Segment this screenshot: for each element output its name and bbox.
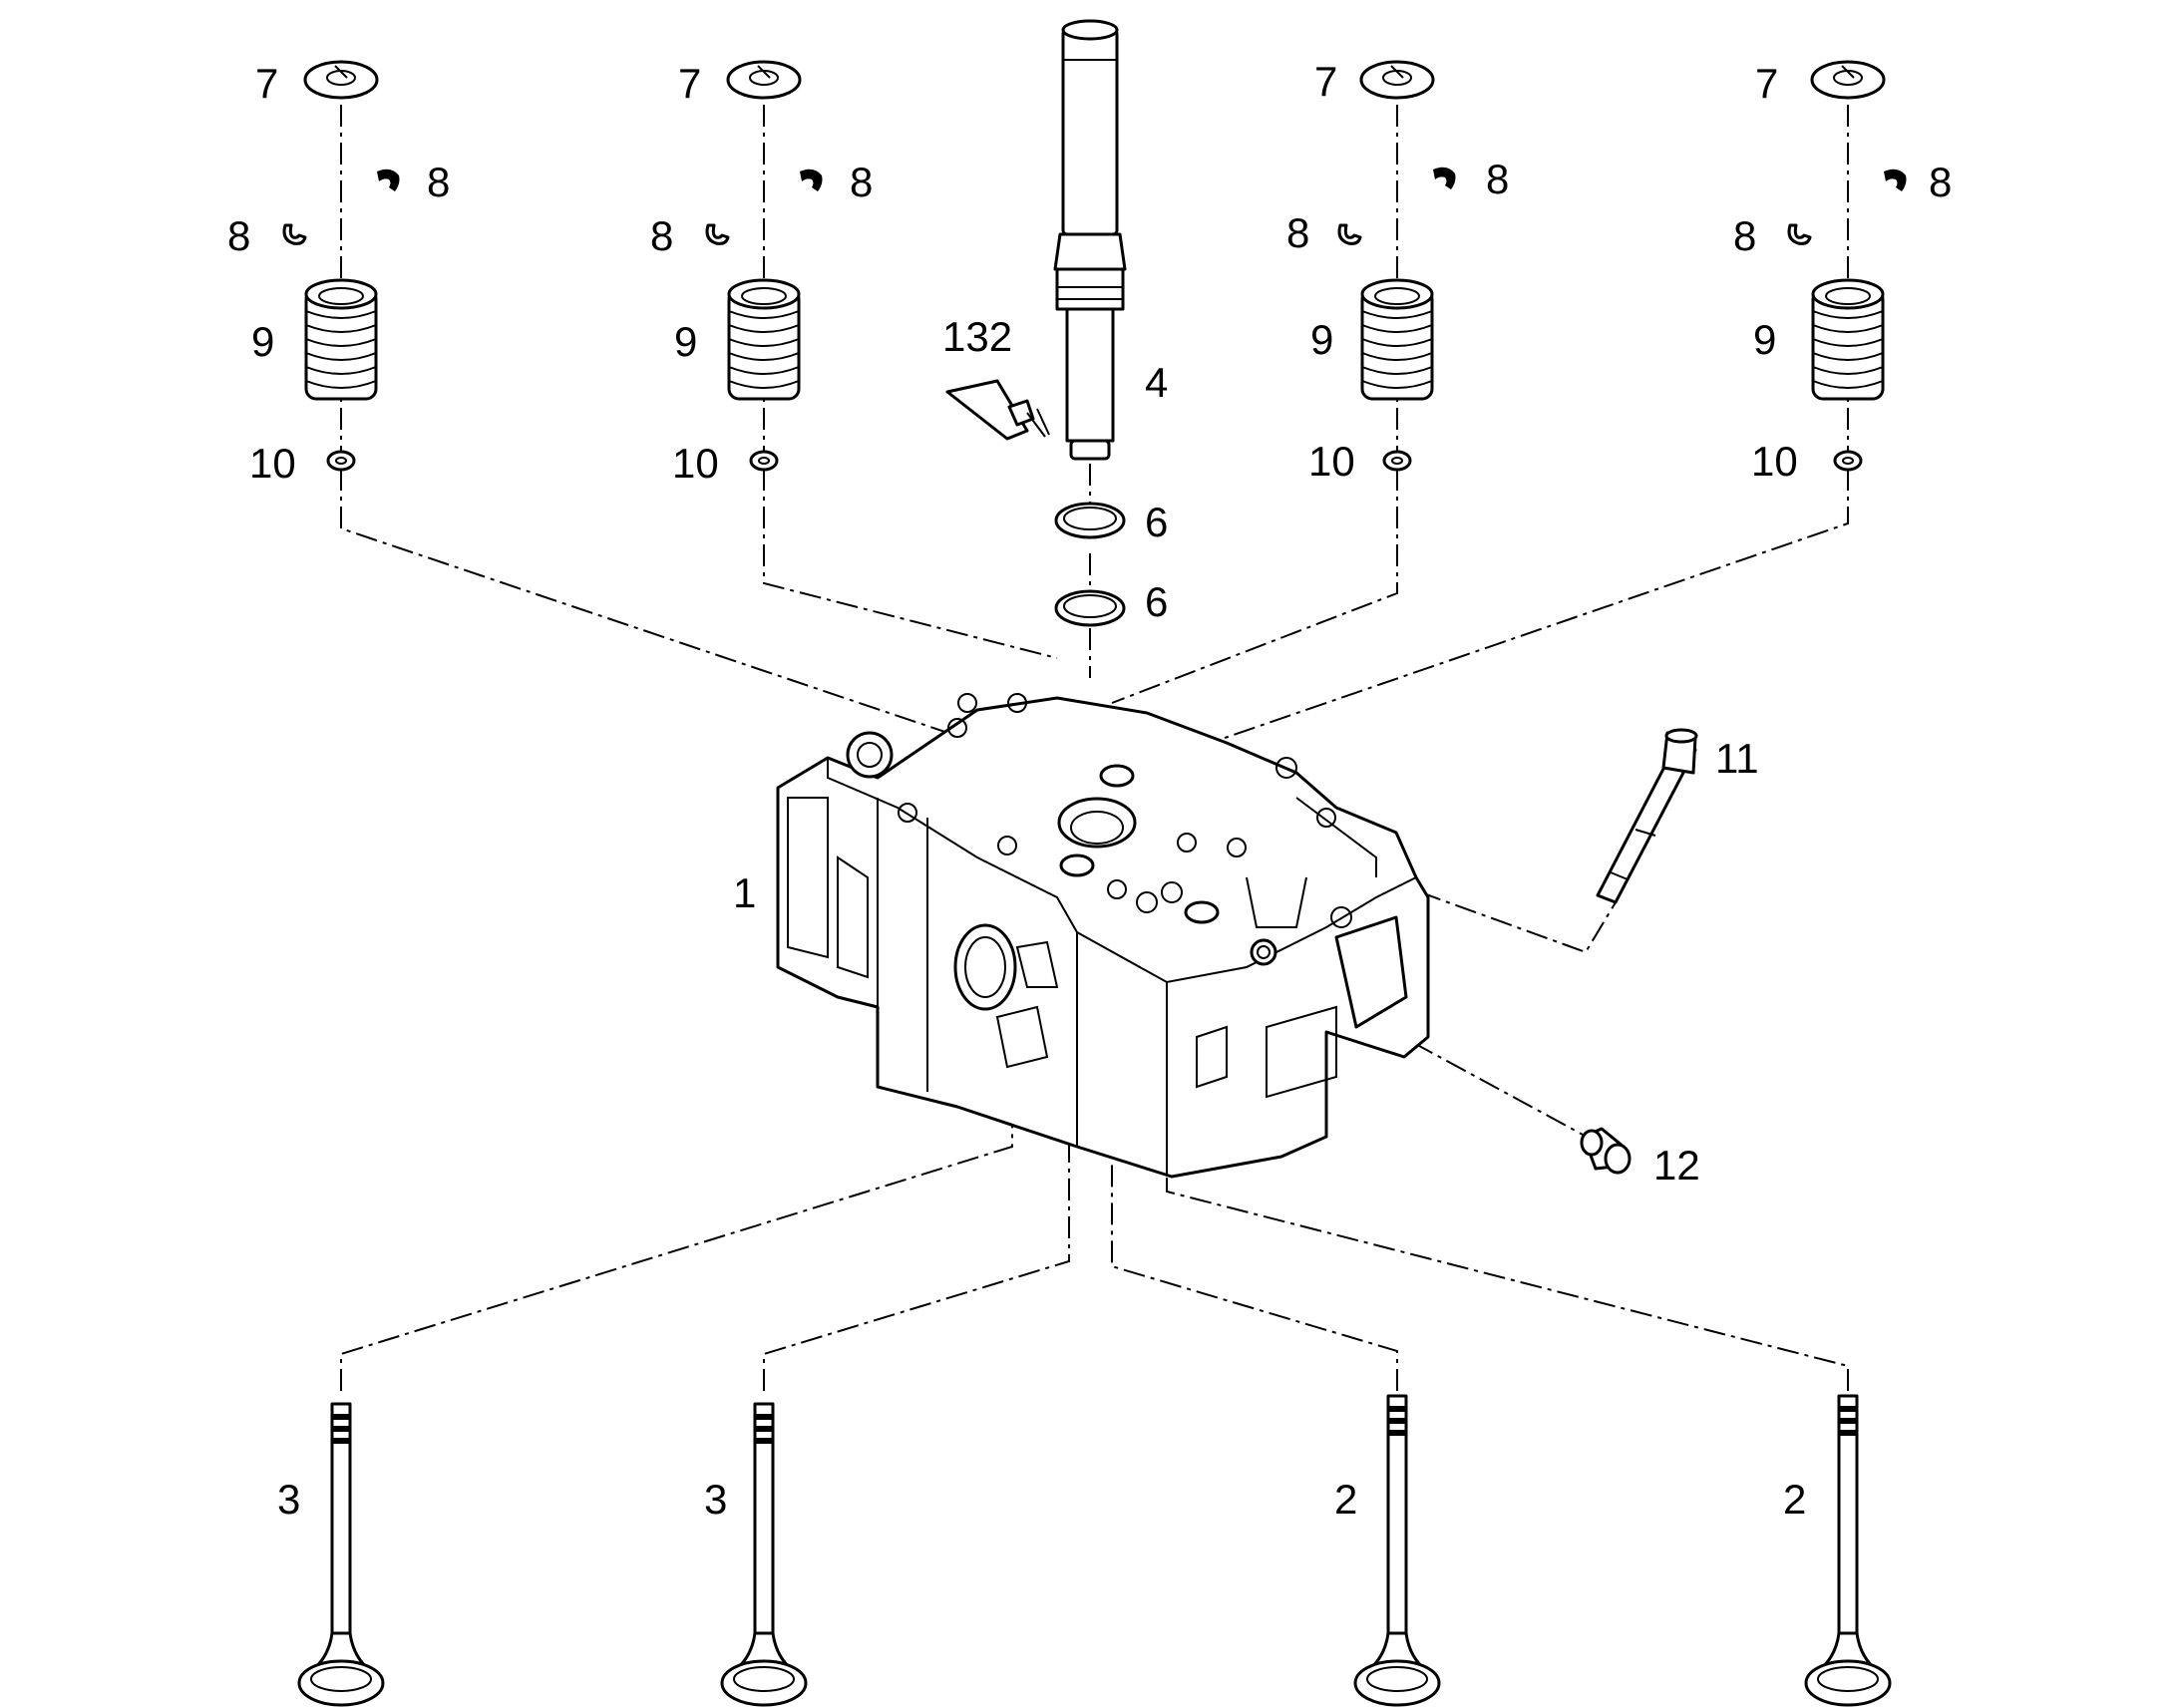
callout-injector-sleeve: 4	[1145, 359, 1168, 406]
plug-icon	[1580, 1127, 1632, 1175]
o-ring-icon	[1054, 502, 1126, 627]
callout-o-ring: 6	[1145, 499, 1168, 545]
callout-valve-spring: 9	[1310, 316, 1333, 363]
assembly-lines	[340, 105, 1849, 1391]
callout-stem-seal: 10	[672, 440, 719, 487]
callout-spring-cap: 7	[1755, 60, 1778, 107]
sealant-tube-icon	[945, 379, 1050, 441]
callout-collet: 8	[227, 212, 250, 259]
valve-spring-icon	[304, 278, 1885, 401]
valve-icon	[297, 1394, 1892, 1707]
spring-cap-icon	[303, 60, 1886, 100]
callout-stem-seal: 10	[249, 440, 296, 487]
callout-spring-cap: 7	[678, 60, 701, 107]
callout-sealant: 132	[942, 313, 1012, 360]
callouts: 1 3 3 2 2 4 6 6 7 7 7 7 8 8 8 8 8 8 8 8 …	[227, 58, 1952, 1523]
callout-collet: 8	[1486, 156, 1509, 202]
callout-valve-spring: 9	[251, 318, 274, 365]
callout-cylinder-head: 1	[733, 869, 756, 916]
callout-collet: 8	[1929, 159, 1952, 205]
callout-spring-cap: 7	[1314, 58, 1337, 105]
callout-collet: 8	[650, 212, 673, 259]
callout-valve-spring: 9	[1753, 316, 1776, 363]
callout-o-ring: 6	[1145, 578, 1168, 625]
callout-collet: 8	[427, 159, 450, 205]
stem-seal-icon	[326, 450, 1863, 472]
callout-exhaust-valve: 3	[277, 1476, 300, 1523]
callout-exhaust-valve: 3	[704, 1476, 727, 1523]
injector-sleeve-icon	[1053, 19, 1127, 461]
callout-spring-cap: 7	[255, 60, 278, 107]
callout-stud: 11	[1715, 735, 1759, 782]
collet-icon	[282, 167, 1907, 245]
callout-inlet-valve: 2	[1334, 1476, 1357, 1523]
callout-collet: 8	[850, 159, 873, 205]
callout-valve-spring: 9	[674, 318, 697, 365]
callout-collet: 8	[1733, 212, 1756, 259]
stud-icon	[1596, 728, 1698, 904]
callout-stem-seal: 10	[1308, 438, 1355, 485]
callout-stem-seal: 10	[1751, 438, 1798, 485]
callout-plug: 12	[1653, 1142, 1700, 1189]
callout-collet: 8	[1286, 209, 1309, 256]
callout-inlet-valve: 2	[1783, 1476, 1806, 1523]
cylinder-head-icon	[776, 693, 1430, 1179]
